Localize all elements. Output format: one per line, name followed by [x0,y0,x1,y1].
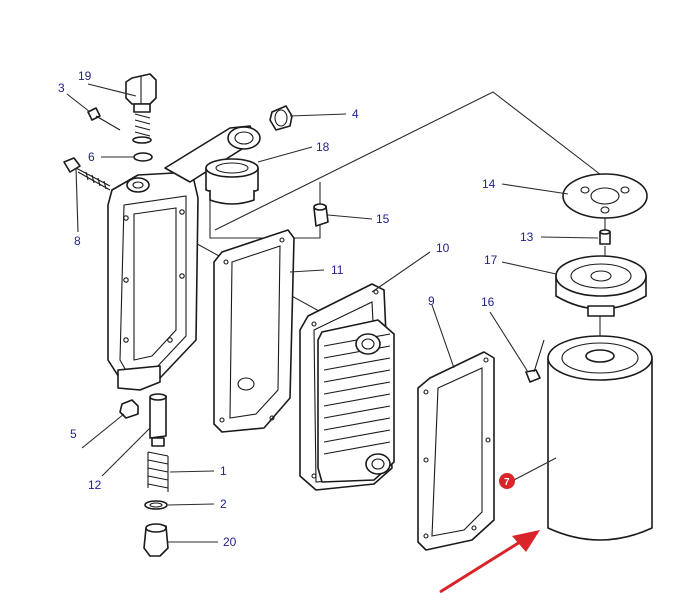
relief-plug [125,73,157,144]
valve-stack [119,393,169,557]
long-bolt [63,157,111,191]
callout-18: 18 [316,140,330,154]
callout-10: 10 [436,241,450,255]
housing-gasket [213,229,295,433]
filter-screw [525,339,545,383]
callout-3: 3 [58,81,65,95]
callout-6: 6 [88,150,95,164]
small-screw [87,107,121,131]
oil-filter [547,335,653,541]
callout-11: 11 [331,263,344,277]
fitting [313,203,329,227]
callout-17: 17 [484,253,498,267]
filter-head [555,255,647,317]
filter-plate [562,173,648,219]
washer [133,152,153,162]
outlet-elbow [164,125,261,205]
callout-20: 20 [223,535,237,549]
callout-13: 13 [520,230,534,244]
nipple [599,229,611,245]
callout-7: 7 [504,477,510,488]
callout-19: 19 [78,69,92,83]
cover-gasket [417,351,495,551]
cooler-housing [107,171,199,391]
red-arrow [439,530,540,594]
callout-5: 5 [70,427,77,441]
callout-8: 8 [74,234,81,248]
callout-4: 4 [352,107,359,121]
cooler-core [299,283,395,491]
callout-labels: 19 3 6 8 4 18 15 11 10 9 14 13 17 16 5 1… [58,69,534,549]
callout-16: 16 [481,295,495,309]
part-7-badge: 7 [499,473,515,489]
callout-15: 15 [376,212,390,226]
callout-2: 2 [220,497,227,511]
callout-12: 12 [88,478,102,492]
callout-9: 9 [428,294,435,308]
cap-plug [269,105,293,131]
callout-14: 14 [482,177,496,191]
leader-lines [66,83,599,543]
callout-1: 1 [220,464,227,478]
